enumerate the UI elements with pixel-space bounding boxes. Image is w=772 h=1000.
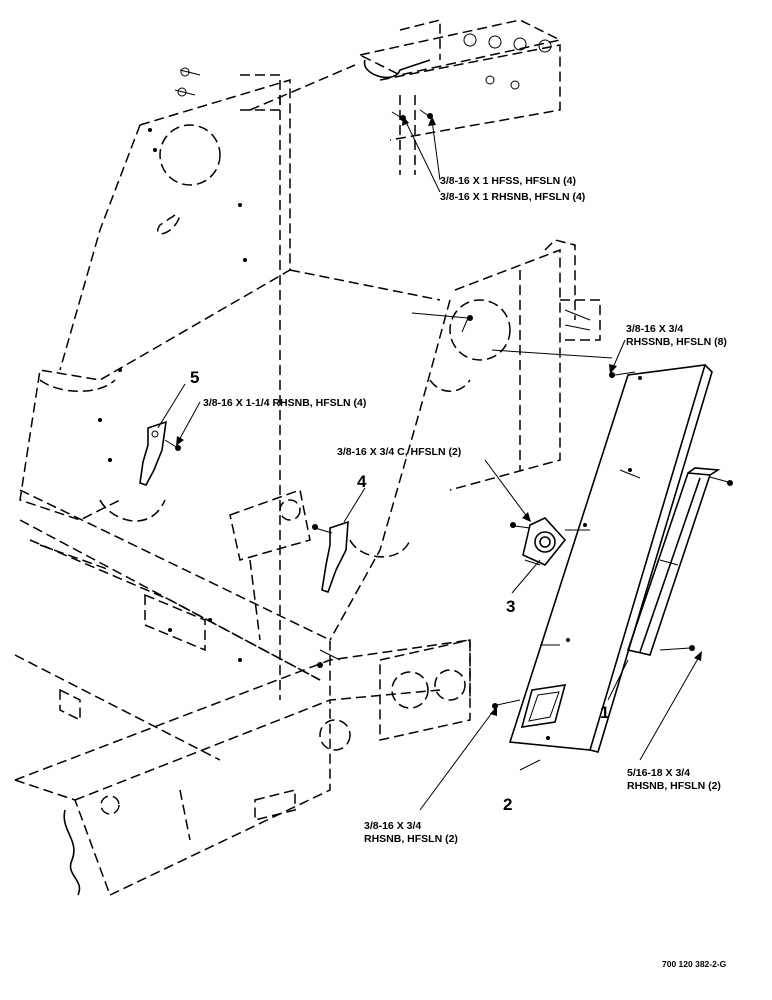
label-bottom-left-line2: RHSNB, HFSLN (2) [364,833,458,845]
callout-item-4: 4 [357,472,367,491]
part-4-hook-bracket [312,520,349,594]
right-side-panel [329,239,601,641]
label-item5-bolt: 3/8-16 X 1-1/4 RHSNB, HFSLN (4) [203,397,366,409]
hardware-labels: 3/8-16 X 1 HFSS, HFSLN (4) 3/8-16 X 1 RH… [203,175,727,845]
part-2-panel [492,364,713,753]
label-rhssnb-line1: 3/8-16 X 3/4 [626,323,683,335]
label-bottom-right-line1: 5/16-18 X 3/4 [627,767,690,779]
label-rhsnb-top: 3/8-16 X 1 RHSNB, HFSLN (4) [440,191,585,203]
item-callouts: 5 4 3 1 2 [190,368,609,814]
center-cross-member [14,489,331,761]
part-3-bearing-plate [510,517,590,566]
label-item3-bolt: 3/8-16 X 3/4 C, HFSLN (2) [337,446,461,458]
part-1-angle [626,467,733,656]
part-5-hook-bracket [139,420,181,486]
label-bottom-right-line2: RHSNB, HFSLN (2) [627,780,721,792]
callout-item-5: 5 [190,368,199,387]
label-bottom-left-line1: 3/8-16 X 3/4 [364,820,421,832]
callout-item-3: 3 [506,597,515,616]
label-rhssnb-line2: RHSSNB, HFSLN (8) [626,336,727,348]
callout-item-1: 1 [600,703,609,722]
bottom-main-frame [14,639,471,896]
label-hfss-top: 3/8-16 X 1 HFSS, HFSLN (4) [440,175,576,187]
leader-lines [157,116,702,811]
left-side-panel [19,78,441,700]
drawing-number: 700 120 382-2-G [662,959,727,969]
top-roller-assembly [174,19,563,175]
callout-item-2: 2 [503,795,512,814]
